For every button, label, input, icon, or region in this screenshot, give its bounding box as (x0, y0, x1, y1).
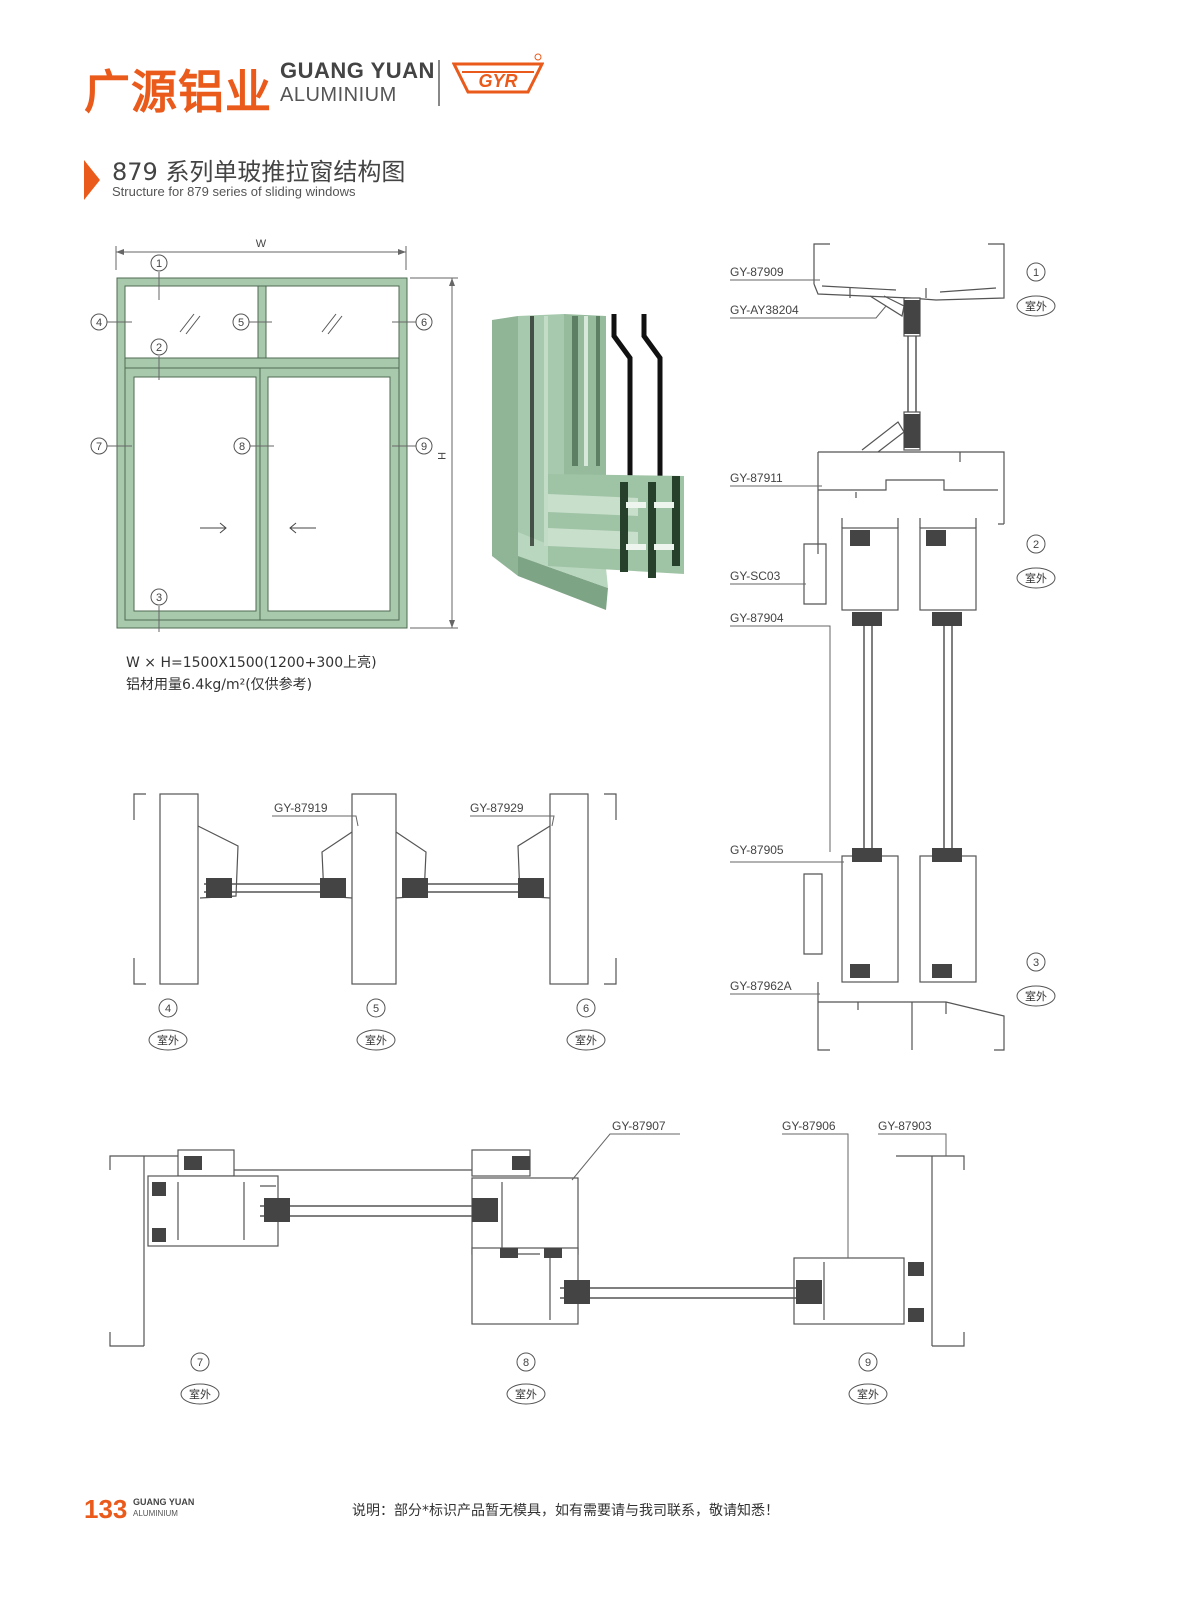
svg-text:6: 6 (583, 1003, 589, 1015)
outside-badge: 室外 (566, 1029, 606, 1051)
svg-text:3: 3 (1033, 957, 1039, 969)
part-label: GY-87903 (878, 1119, 932, 1133)
page-title: 879 系列单玻推拉窗结构图 (112, 158, 406, 186)
outside-badge: 室外 (506, 1383, 546, 1405)
section-number-9: 9 (858, 1352, 878, 1372)
spec-text: W × H=1500X1500(1200+300上亮) 铝材用量6.4kg/m²… (126, 652, 377, 696)
part-label: GY-87909 (730, 265, 784, 279)
outside-badge: 室外 (1016, 295, 1056, 317)
svg-text:5: 5 (373, 1003, 379, 1015)
part-label: GY-87904 (730, 611, 784, 625)
svg-text:7: 7 (96, 441, 102, 453)
callout-8: 8 (233, 437, 251, 455)
svg-text:1: 1 (1033, 267, 1039, 279)
svg-text:室外: 室外 (1025, 571, 1047, 585)
svg-text:5: 5 (238, 317, 244, 329)
callout-7: 7 (90, 437, 108, 455)
svg-text:室外: 室外 (189, 1387, 211, 1401)
svg-text:室外: 室外 (365, 1033, 387, 1047)
section-number-7: 7 (190, 1352, 210, 1372)
part-label: GY-87929 (470, 801, 524, 815)
svg-text:室外: 室外 (157, 1033, 179, 1047)
part-label: GY-SC03 (730, 569, 781, 583)
svg-text:4: 4 (96, 317, 102, 329)
section-number-4: 4 (158, 998, 178, 1018)
outside-badge: 室外 (1016, 985, 1056, 1007)
part-label: GY-AY38204 (730, 303, 799, 317)
callout-3: 3 (150, 588, 168, 606)
svg-text:室外: 室外 (515, 1387, 537, 1401)
callout-2: 2 (150, 338, 168, 356)
height-label: H (435, 452, 447, 460)
section-number-5: 5 (366, 998, 386, 1018)
outside-badge: 室外 (148, 1029, 188, 1051)
spec-weight: 铝材用量6.4kg/m²(仅供参考) (126, 677, 313, 693)
callout-5: 5 (232, 313, 250, 331)
outside-badge: 室外 (356, 1029, 396, 1051)
callout-1: 1 (150, 254, 168, 272)
section-number-3: 3 (1026, 952, 1046, 972)
footer-note: 说明：部分*标识产品暂无模具，如有需要请与我司联系，敬请知悉！ (352, 1503, 779, 1519)
svg-text:2: 2 (1033, 539, 1039, 551)
svg-text:4: 4 (165, 1003, 171, 1015)
title-marker-icon (84, 160, 100, 200)
spec-size: W × H=1500X1500(1200+300上亮) (126, 655, 377, 671)
window-elevation-drawing: W H 1 2 3 4 5 6 7 8 9 (90, 238, 458, 632)
svg-text:7: 7 (197, 1357, 203, 1369)
page-subtitle: Structure for 879 series of sliding wind… (112, 184, 356, 199)
svg-text:8: 8 (523, 1357, 529, 1369)
svg-text:室外: 室外 (1025, 989, 1047, 1003)
horizontal-section-bottom: GY-87907 GY-87906 GY-87903 7 室外 8 室外 9 室… (109, 1119, 965, 1405)
svg-text:3: 3 (156, 592, 162, 604)
page-number: 133 (84, 1494, 128, 1524)
svg-text:室外: 室外 (857, 1387, 879, 1401)
callout-6: 6 (415, 313, 433, 331)
part-label: GY-87962A (730, 979, 792, 993)
svg-text:室外: 室外 (575, 1033, 597, 1047)
svg-text:9: 9 (865, 1357, 871, 1369)
part-label: GY-87906 (782, 1119, 836, 1133)
profile-3d-render (492, 314, 684, 610)
outside-badge: 室外 (180, 1383, 220, 1405)
svg-text:8: 8 (239, 441, 245, 453)
width-label: W (256, 238, 267, 250)
outside-badge: 室外 (1016, 567, 1056, 589)
callout-4: 4 (90, 313, 108, 331)
part-label: GY-87919 (274, 801, 328, 815)
svg-text:6: 6 (421, 317, 427, 329)
brand-name-en-line1: GUANG YUAN (280, 58, 435, 83)
brand-name-cn: 广源铝业 (84, 65, 272, 119)
logo-text: GYR (478, 71, 517, 91)
svg-text:9: 9 (421, 441, 427, 453)
section-number-6: 6 (576, 998, 596, 1018)
svg-text:1: 1 (156, 258, 162, 270)
section-number-1: 1 (1026, 262, 1046, 282)
section-number-2: 2 (1026, 534, 1046, 554)
part-label: GY-87905 (730, 843, 784, 857)
brand-divider (438, 60, 440, 106)
svg-text:室外: 室外 (1025, 299, 1047, 313)
footer-brand-line2: ALUMINIUM (133, 1509, 178, 1518)
part-label: GY-87907 (612, 1119, 666, 1133)
callout-9: 9 (415, 437, 433, 455)
brand-name-en-line2: ALUMINIUM (280, 84, 397, 106)
part-label: GY-87911 (730, 471, 783, 485)
outside-badge: 室外 (848, 1383, 888, 1405)
section-number-8: 8 (516, 1352, 536, 1372)
brand-logo: GYR (452, 53, 544, 94)
horizontal-section-top: GY-87919 GY-87929 4 室外 5 室外 6 室外 (133, 793, 617, 1051)
footer-brand-line1: GUANG YUAN (133, 1497, 195, 1507)
vertical-section-drawing: GY-87909 GY-AY38204 GY-87911 GY-SC03 GY-… (730, 243, 1056, 1051)
svg-text:2: 2 (156, 342, 162, 354)
